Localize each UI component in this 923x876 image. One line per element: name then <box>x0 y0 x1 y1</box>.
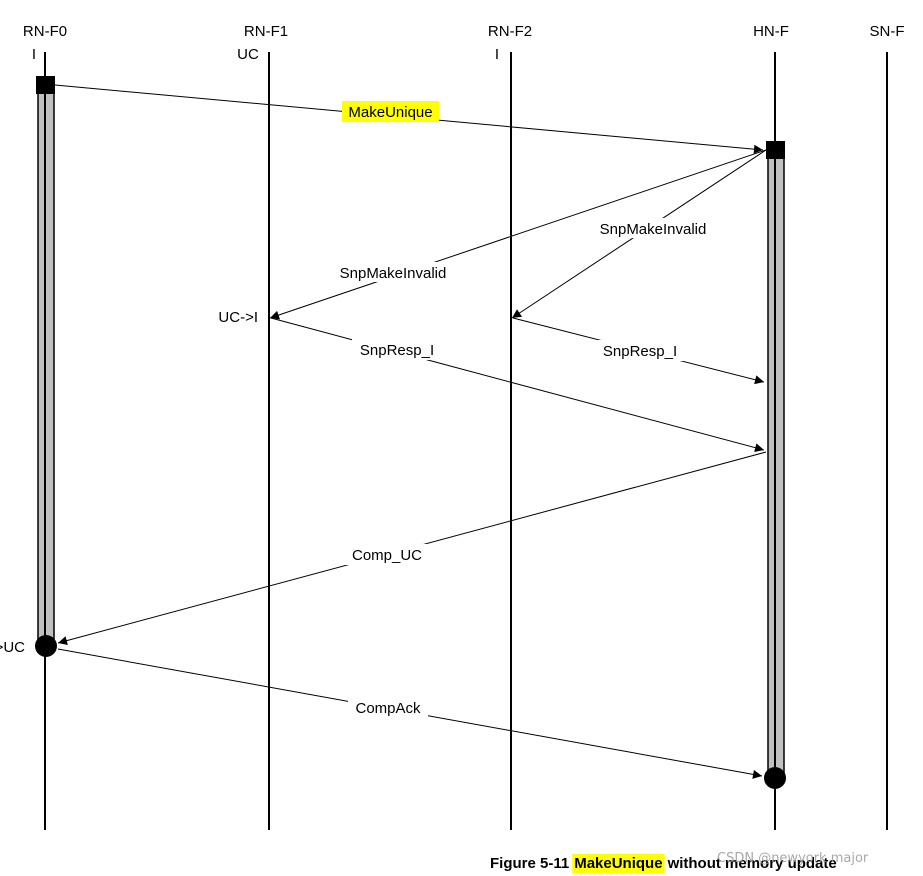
caption-highlight: MakeUnique <box>574 855 662 872</box>
message-label-snp-make-invalid-f2: SnpMakeInvalid <box>600 221 707 238</box>
state-change-rn-f0: I->UC <box>0 639 25 656</box>
label-highlight-make-unique <box>342 101 439 122</box>
start-marker-rn-f0 <box>36 76 55 94</box>
node-label-rn-f1: RN-F1 <box>244 23 288 40</box>
node-label-hn-f: HN-F <box>753 23 789 40</box>
node-label-rn-f2: RN-F2 <box>488 23 532 40</box>
watermark: CSDN @newyork major <box>717 851 869 866</box>
node-label-sn-f: SN-F <box>870 23 905 40</box>
end-marker-hn-f <box>764 767 786 789</box>
label-bg-snp-resp-f1 <box>352 339 442 360</box>
caption-rest: without memory update <box>667 855 837 872</box>
message-label-comp-ack: CompAck <box>355 700 421 717</box>
label-bg-snp-make-invalid-f1 <box>332 262 454 282</box>
message-label-comp-uc: Comp_UC <box>352 547 422 564</box>
initial-state-rn-f2: I <box>495 46 499 63</box>
message-label-snp-resp-f2: SnpResp_I <box>603 343 677 360</box>
state-change-rn-f1: UC->I <box>218 309 258 326</box>
caption-highlight-background <box>572 854 665 873</box>
arrow-snp-resp-f1 <box>270 317 765 453</box>
label-bg-snp-make-invalid-f2 <box>592 218 714 238</box>
node-label-rn-f0: RN-F0 <box>23 23 67 40</box>
end-marker-rn-f0 <box>35 635 57 657</box>
caption-number: Figure 5-11 <box>490 855 569 872</box>
message-label-snp-make-invalid-f1: SnpMakeInvalid <box>340 265 447 282</box>
message-label-snp-resp-f1: SnpResp_I <box>360 342 434 359</box>
label-bg-snp-resp-f2 <box>595 340 685 361</box>
initial-state-rn-f0: I <box>32 46 36 63</box>
label-bg-comp-ack <box>348 697 428 718</box>
initial-state-rn-f1: UC <box>237 46 259 63</box>
message-label-make-unique: MakeUnique <box>348 104 432 121</box>
figure-caption: Figure 5-11 MakeUnique without memory upda… <box>490 855 837 872</box>
label-bg-comp-uc <box>345 544 429 565</box>
start-marker-hn-f <box>766 141 785 159</box>
arrow-snp-make-invalid-f1 <box>269 149 767 320</box>
